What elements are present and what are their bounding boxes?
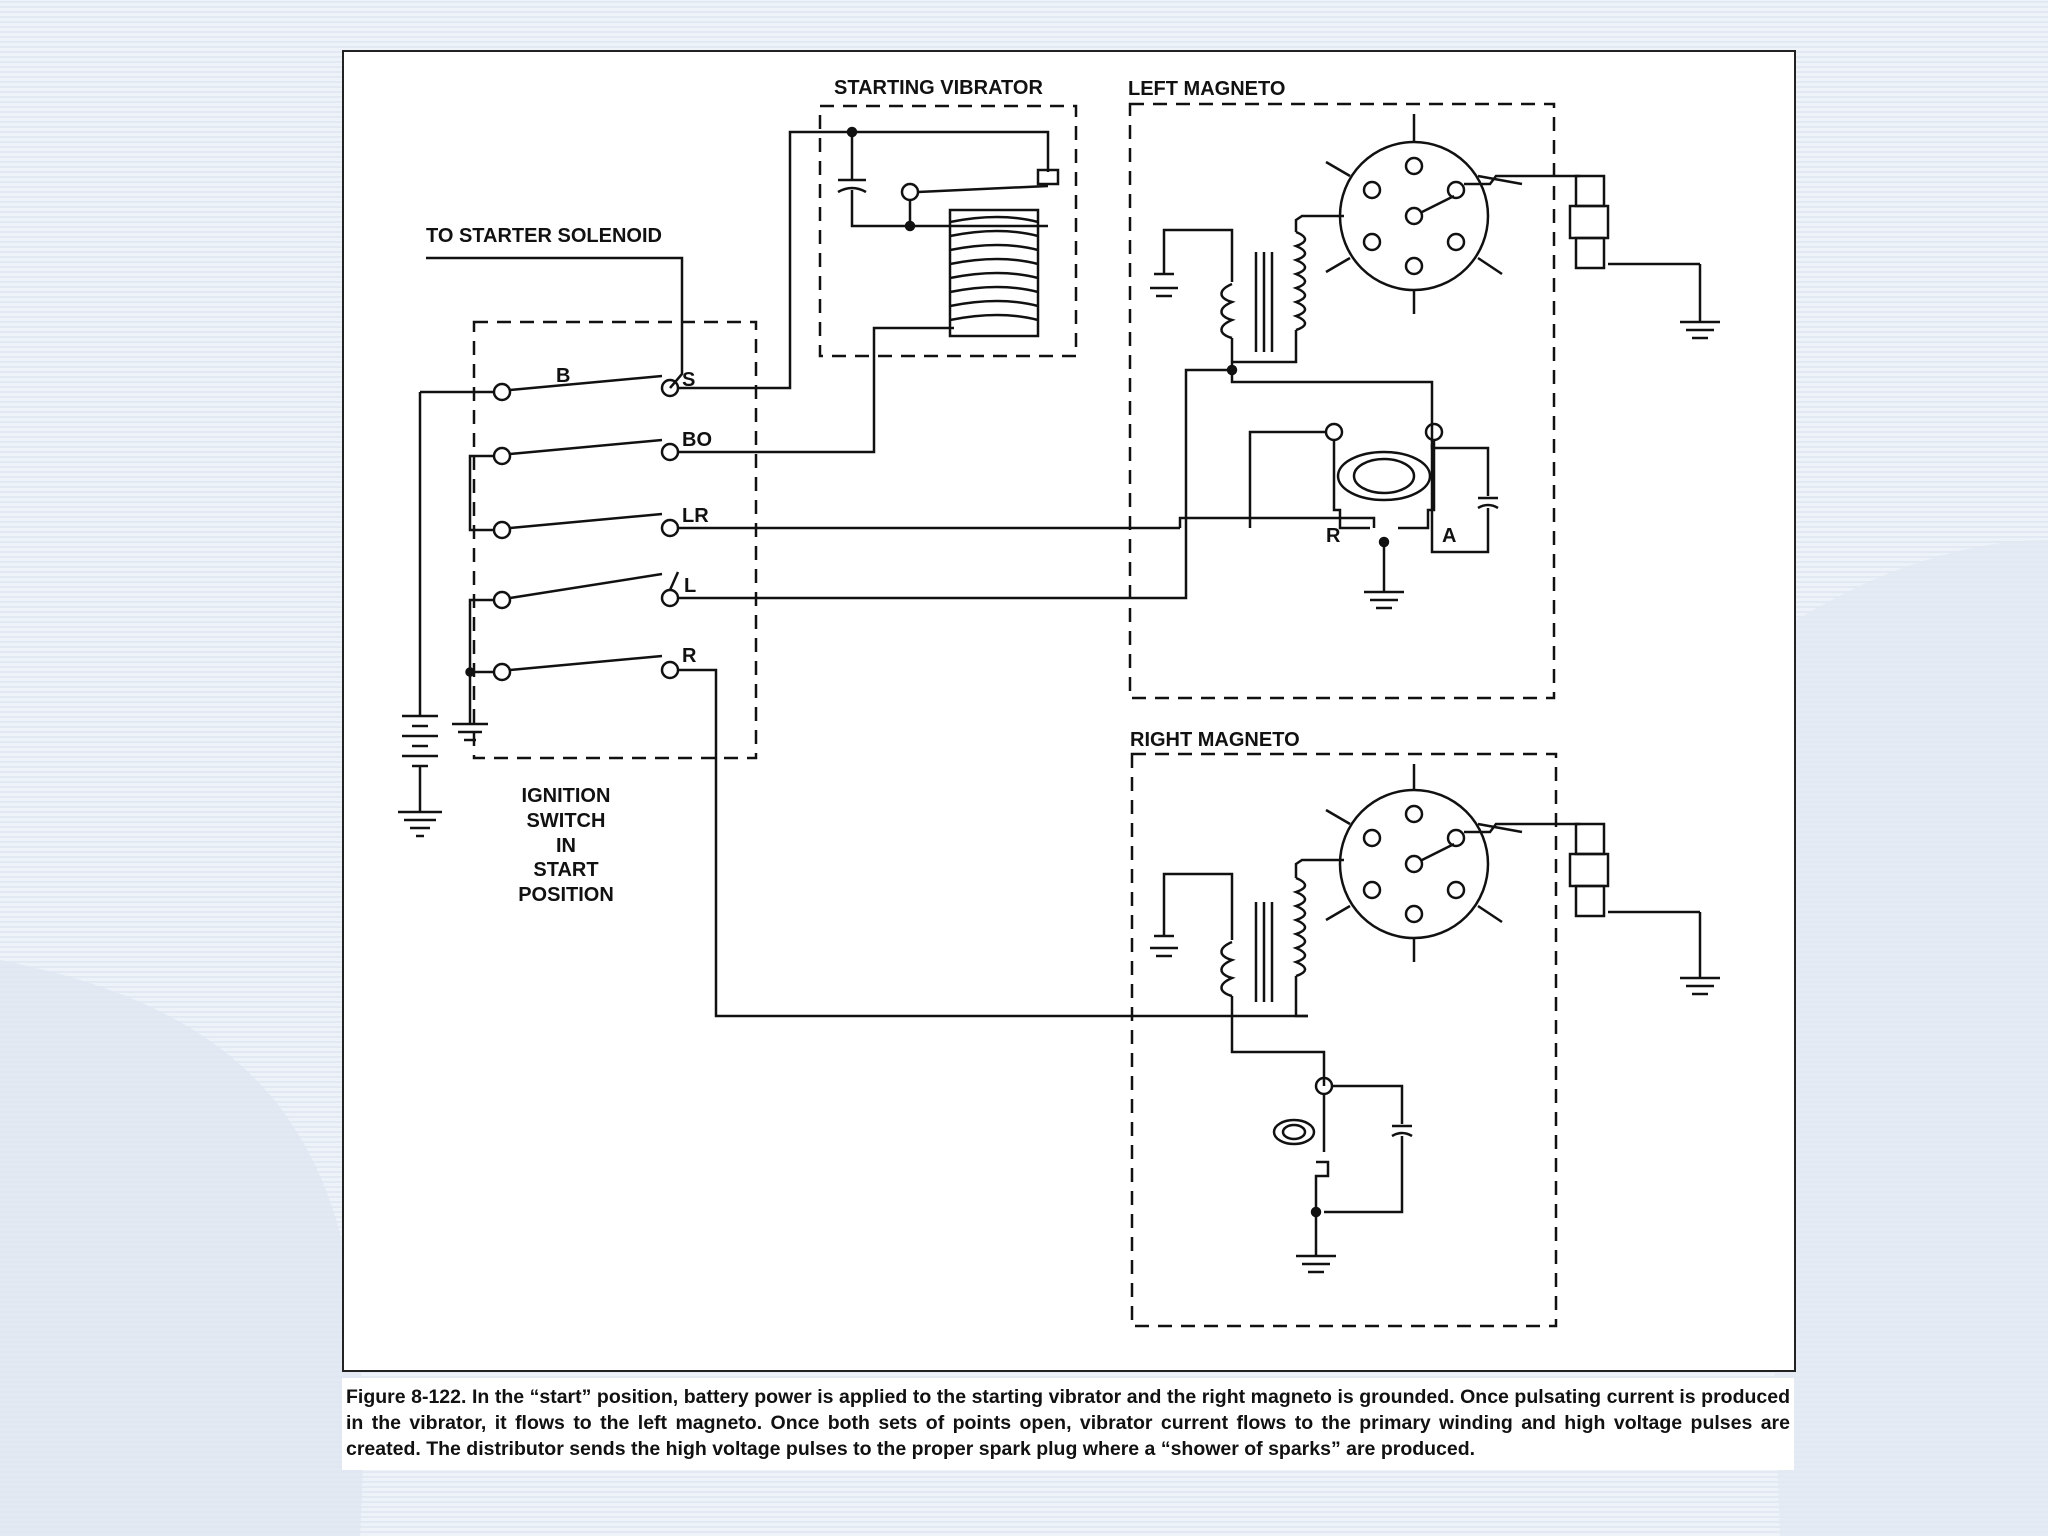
wire-bo-to-vibrator <box>678 326 954 454</box>
wire-s-to-vibrator <box>678 130 1050 390</box>
ignition-switch-label: IGNITION SWITCH IN START POSITION <box>518 785 614 906</box>
figure-frame: STARTING VIBRATOR LEFT MAGNETO TO STARTE… <box>342 50 1796 1372</box>
to-starter-solenoid-label: TO STARTER SOLENOID <box>426 225 662 247</box>
svg-text:POSITION: POSITION <box>518 884 614 906</box>
ignition-switch-box <box>472 320 758 760</box>
battery-symbol <box>398 390 494 838</box>
right-magneto-internals <box>1150 764 1720 1274</box>
wiring-diagram: STARTING VIBRATOR LEFT MAGNETO TO STARTE… <box>398 77 1720 1328</box>
terminal-bo: BO <box>682 429 712 451</box>
left-magneto-label: LEFT MAGNETO <box>1128 78 1285 100</box>
terminal-r: R <box>682 645 697 667</box>
terminal-l: L <box>684 575 696 597</box>
left-magneto-box <box>1128 102 1556 700</box>
wire-r <box>678 668 1308 1018</box>
point-r-label: R <box>1326 525 1341 547</box>
right-magneto-box <box>1130 752 1558 1328</box>
svg-text:IGNITION: IGNITION <box>522 785 611 807</box>
svg-text:SWITCH: SWITCH <box>527 810 606 832</box>
terminal-lr: LR <box>682 505 709 527</box>
switch-contacts <box>452 374 680 742</box>
terminal-b: B <box>556 365 570 387</box>
wire-l <box>678 368 1232 600</box>
dashed-enclosures <box>472 102 1558 1328</box>
starting-vibrator-label: STARTING VIBRATOR <box>834 77 1043 99</box>
vibrator-internals <box>837 132 1060 338</box>
figure-caption: Figure 8-122. In the “start” position, b… <box>342 1378 1794 1470</box>
right-magneto-label: RIGHT MAGNETO <box>1130 729 1300 751</box>
point-a-label: A <box>1442 525 1456 547</box>
terminal-s: S <box>682 369 695 391</box>
starting-vibrator-box <box>818 104 1078 358</box>
svg-text:IN: IN <box>556 835 576 857</box>
left-magneto-internals <box>1150 114 1720 610</box>
svg-text:START: START <box>533 859 598 881</box>
